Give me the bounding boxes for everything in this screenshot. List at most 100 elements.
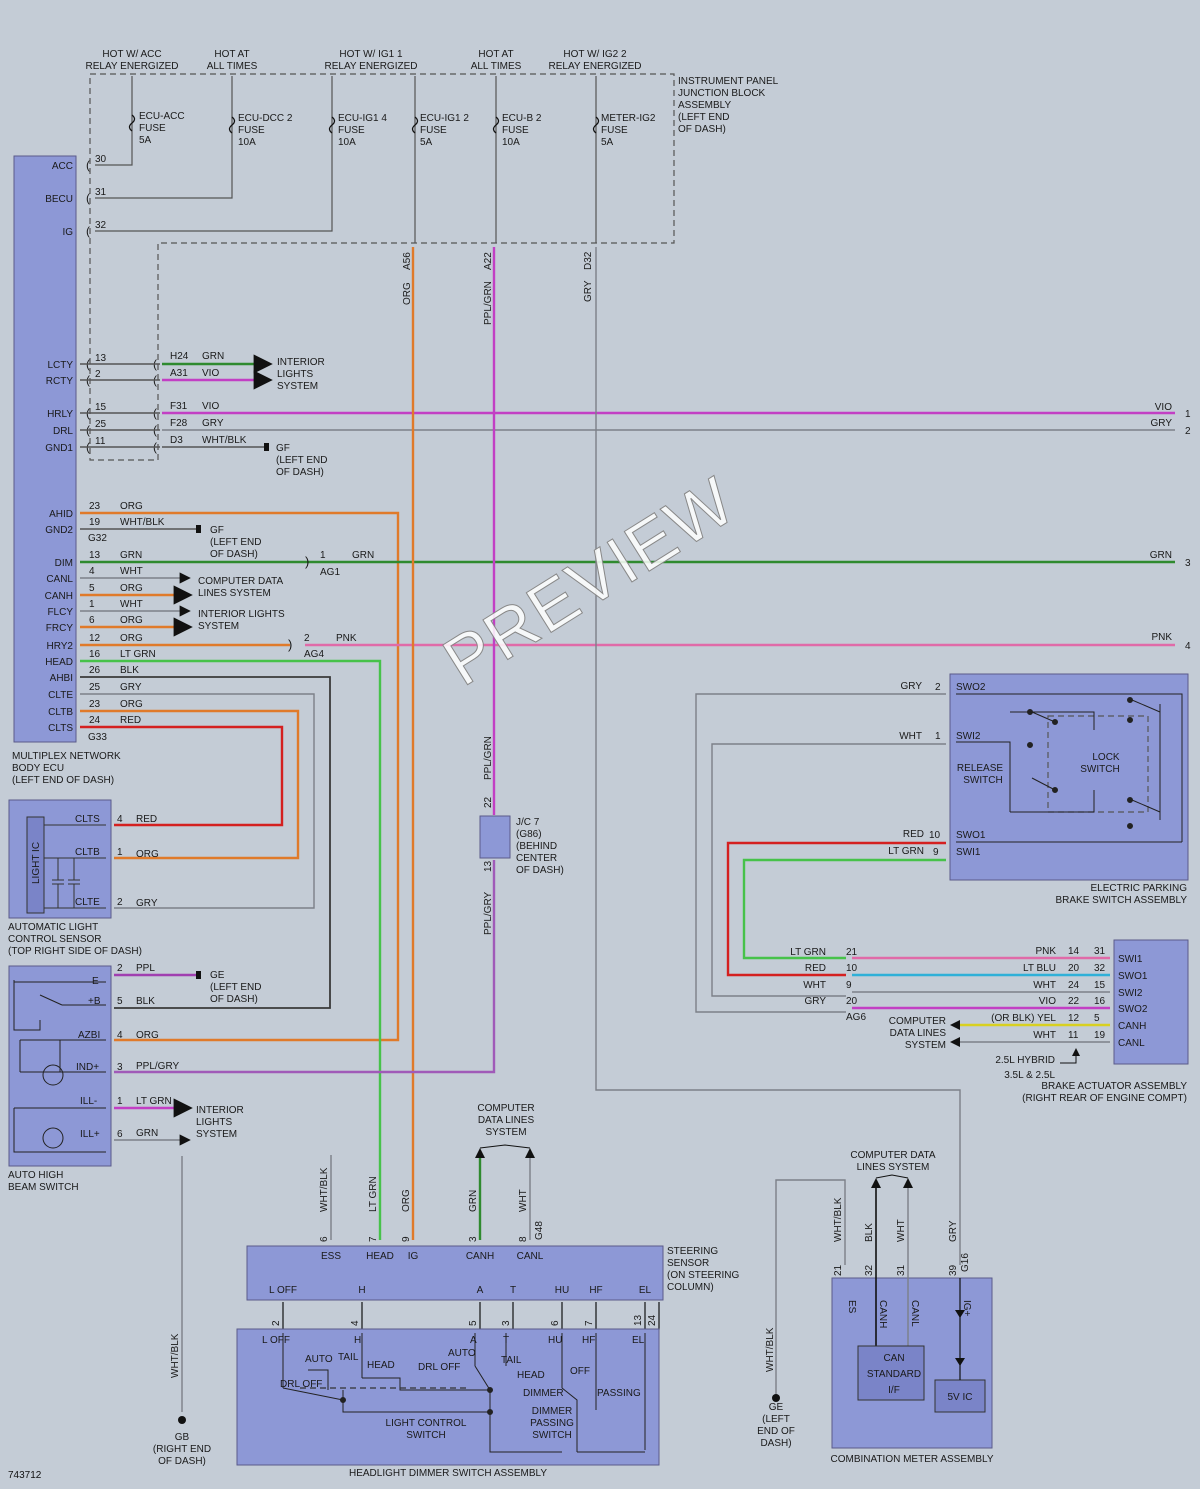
fuse-5-type: FUSE [502,125,529,136]
il3-1: LIGHTS [196,1117,232,1128]
computer-data-label-1: COMPUTER DATA LINES SYSTEM [198,576,284,599]
ss-top-pin-head: HEAD [366,1251,394,1262]
hb-pin-e: E [92,976,99,987]
ss-cdl-2: SYSTEM [485,1127,526,1138]
re-color-1: VIO [1155,402,1172,413]
ba-lcolor-2: WHT [803,980,826,991]
ecu-pin-num-lcty: 13 [95,353,107,364]
jb-label-4: OF DASH) [678,124,726,135]
power-label-2a: HOT AT [214,49,249,60]
steering-sensor-label: STEERING SENSOR (ON STEERING COLUMN) [667,1246,739,1293]
cm-can-2: I/F [888,1385,900,1396]
ss-cdl-0: COMPUTER [477,1103,534,1114]
arrow-meter-ig-2 [955,1358,965,1366]
ba-lcolor-0: LT GRN [790,947,826,958]
ba-row-b-3: 16 [1094,996,1106,1007]
combination-meter-label: COMBINATION METER ASSEMBLY [831,1454,994,1465]
re-color-4: PNK [1151,632,1172,643]
cd1-0: COMPUTER DATA [198,576,284,587]
ecu-pins: ACC30(BECU31(IG32(LCTY13((RCTY2((HRLY15(… [45,154,165,734]
ba-row-b-2: 15 [1094,980,1106,991]
jc7-label-4: OF DASH) [516,865,564,876]
power-label-5b: RELAY ENERGIZED [549,61,642,72]
ba-lcolor-1: RED [805,963,826,974]
cm-cdl-0: COMPUTER DATA [850,1150,936,1161]
jb-label-2: ASSEMBLY [678,100,731,111]
re-num-1: 1 [1185,409,1191,420]
conn-g33: G33 [88,732,107,743]
ecu-pin-num-clts: 24 [89,715,101,726]
ecu-pin-num-ahbi: 26 [89,665,101,676]
gf2-1: (LEFT END [210,537,262,548]
light-sensor-pins: CLTS CLTB CLTE 4 1 2 RED ORG GRY [75,814,159,909]
ground-gf-1: GF (LEFT END OF DASH) [264,443,328,478]
ss-bot-num-0: 2 [271,1320,282,1326]
ecu-pin-canl: CANL [46,574,73,585]
wire-meter-es [775,1179,846,1395]
ls-pin-clte: CLTE [75,897,100,908]
ba-row-b-5: 19 [1094,1030,1106,1041]
ecu-wire-color-clte: GRY [120,682,142,693]
ecu-wire-color-head: LT GRN [120,649,156,660]
ba-row-b-4: 5 [1094,1013,1100,1024]
fuse-6-name: METER-IG2 [601,113,656,124]
dimmer-top-3: T [503,1335,509,1346]
wire-clte-gry [80,693,315,909]
ge2-2: END OF [757,1426,795,1437]
ecu-wire-color-frcy: ORG [120,615,143,626]
ss-bot-pin-6: EL [639,1285,652,1296]
cm-pin-igp: IG+ [961,1300,972,1317]
power-label-1b: RELAY ENERGIZED [86,61,179,72]
ss-bot-num-1: 4 [350,1320,361,1326]
ecu-pin-num-gnd2: 19 [89,517,101,528]
jb-label-0: INSTRUMENT PANEL [678,76,779,87]
ls-num-1: 1 [117,847,123,858]
ls-num-4: 4 [117,814,123,825]
fuse-icon-3 [328,116,336,134]
light-ic-block [26,816,45,914]
color-d3: WHT/BLK [202,435,247,446]
wire-ahid-org [80,511,400,1042]
ss-bot-num-6: 13 [633,1314,644,1326]
dw-dps-0: DIMMER [532,1406,573,1417]
high-beam-internal [13,980,106,1153]
ba-row-color-5: WHT [1033,1030,1056,1041]
epb-lock-1: SWITCH [1080,764,1119,775]
wire-ahbi-blk [80,676,331,1009]
ba-row-b-0: 31 [1094,946,1106,957]
ba-row-a-3: 22 [1068,996,1080,1007]
ss-top-pin-canh: CANH [466,1251,494,1262]
hb-color-blk: BLK [136,996,155,1007]
ecu-conn-mark-acc: ( [86,158,90,172]
dimmer-internal [282,1333,646,1453]
re-num-4: 4 [1185,641,1191,652]
hb-color-grn: GRN [136,1128,158,1139]
fuse-5-amps: 10A [502,137,520,148]
ground-icon-gb [178,1416,186,1424]
re-color-3: GRN [1150,550,1172,561]
cm-pin-wire-canl: WHT [896,1219,907,1242]
fuse-5-name: ECU-B 2 [502,113,542,124]
ss-bot-num-7: 24 [647,1314,658,1326]
dw-tail2: TAIL [501,1355,522,1366]
ecu-pin-num-rcty: 2 [95,369,101,380]
ba-variant-b: 3.5L & 2.5L [1004,1070,1055,1081]
ecu-pin-num-cltb: 23 [89,699,101,710]
ground-icon-ge1 [196,971,201,979]
jc7-pin-13: 13 [483,860,494,872]
arrow-ss-canl [525,1148,535,1158]
fuse-3-type: FUSE [338,125,365,136]
ls-pin-clts: CLTS [75,814,100,825]
epb-color-wht: WHT [899,731,922,742]
epb-pin-swi2: SWI2 [956,731,981,742]
ss-top-wire-ess: WHT/BLK [319,1167,330,1212]
ecu-label-1: BODY ECU [12,763,64,774]
ecu-wire-color-cltb: ORG [120,699,143,710]
ba-row-name-canl: CANL [1118,1038,1145,1049]
gb-wire-label: WHT/BLK [170,1333,181,1378]
dimmer-top-1: H [354,1335,361,1346]
